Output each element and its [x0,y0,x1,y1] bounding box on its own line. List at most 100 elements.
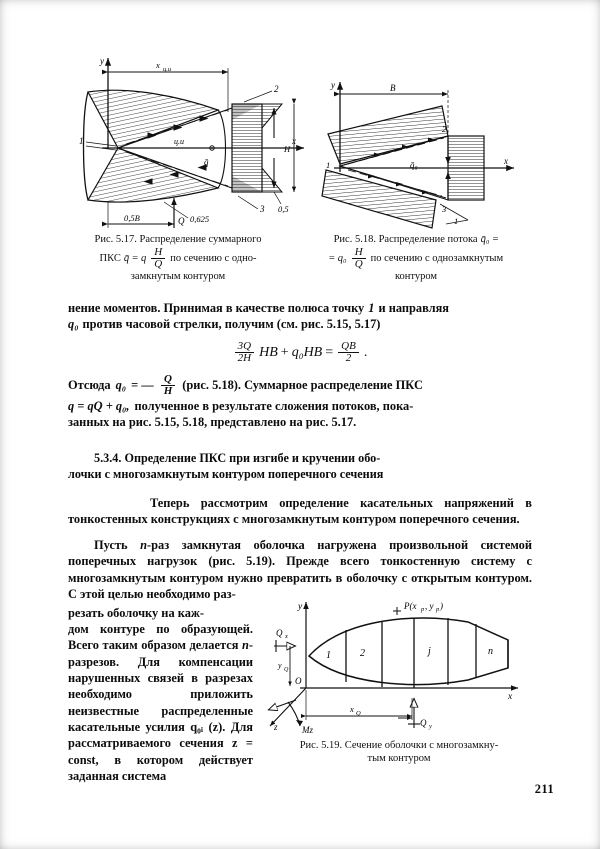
formula1-eq: = [325,344,334,360]
f517-caption-line3: замкнутым контуром [130,271,226,283]
f517-caption-pks: ПКС [99,253,121,265]
paragraph-pust-tail: резать оболочку на каж- [68,605,253,621]
f517-label-xcenter-sub: ц.и [163,66,172,73]
para4-text: Пусть n-раз замкнутая оболочка нагружена… [68,538,532,601]
f518-label-x: x [503,156,508,166]
f519-label-P-comma: , y [425,601,434,611]
formula1-frac1-num: 3Q [234,341,255,353]
f519-label-Qx-sub: x [284,633,288,640]
f518-label-y: y [330,80,335,90]
figure-5-17-caption: Рис. 5.17. Распределение суммарного ПКС … [66,233,290,284]
f519-label-P: P(x [403,601,417,611]
formula1-frac2: QB 2 [338,341,359,364]
para3-text: Теперь рассмотрим определение касательны… [68,496,532,527]
formula1-term2: q₀HB [291,344,323,360]
para4-tail: резать оболочку на каж- [68,606,204,620]
f519-label-yQ-sub: Q [284,667,289,673]
f519-label-x: x [507,692,513,702]
para2-q0: q₀ [115,378,127,393]
formula1-frac2-den: 2 [345,352,352,364]
para2-eq: = — [131,378,154,393]
f517-label-1: 1 [79,136,84,146]
f519-label-yQ: y [277,661,282,670]
para2-frac-num: Q [160,374,176,386]
f518-label-B: B [390,83,396,93]
section-heading-5-3-4: 5.3.4. Определение ПКС при изгибе и круч… [68,450,532,482]
figure-5-18: y x [318,72,533,230]
f519-label-y: y [297,602,303,612]
f518-caption-pre: Рис. 5.18. Распределение потока [333,234,478,245]
figure-5-19-drawing: y x O z Mz 1 2 j [262,601,518,735]
paragraph-otsyuda: Отсюда q₀ = — Q H (рис. 5.18). Суммарное… [68,374,532,431]
f519-label-z: z [273,722,278,732]
f517-label-H: H [283,144,291,154]
para2-line3: занных на рис. 5.15, 5.18, представлено … [68,415,357,430]
formula1-frac1: 3Q 2H [234,341,255,364]
f519-label-P-close: ) [439,601,443,611]
heading-line1: Определение ПКС при изгибе и кручении об… [124,451,381,465]
f517-label-qbar: q̄ [204,157,209,167]
figure-5-17-drawing: y x [79,56,304,228]
para1-line1b: и направляя [378,301,449,315]
f519-label-cell-n: n [488,646,493,657]
para1-q0: q₀ [68,317,79,332]
f517-caption-q: q [141,253,147,265]
paragraph-teper: Теперь рассмотрим определение касательны… [68,495,532,528]
f518-label-3: 3 [441,204,446,214]
para1-line2: против часовой стрелки, получим (см. рис… [82,317,381,332]
f518-label-1b: 1 [454,216,458,226]
f518-label-q0bar: q̄₀ [410,160,418,170]
figure-5-19: y x O z Mz 1 2 j [262,598,538,736]
paragraph-pust: Пусть n-раз замкнутая оболочка нагружена… [68,537,532,602]
f517-caption-fraction: H Q [151,247,166,270]
f519-label-Qy-sub: y [428,723,432,730]
f518-caption-fraction: H Q [351,247,366,271]
f519-label-P-subp2: p [435,606,440,613]
formula1-plus: + [280,344,289,360]
f518-caption-line3: контуром [394,271,438,283]
f519-label-P-subp1: p [420,606,425,613]
f517-caption-qbar: q̄ [123,253,130,265]
figure-5-17: y x [78,52,318,232]
f517-caption-eq: = [132,253,138,265]
f517-caption-frac-num: H [151,247,166,260]
para2-line2: полученное в результате сложения потоков… [134,399,414,413]
f518-caption-eq2: = [328,253,335,265]
f519-load-point-marker [393,607,401,615]
f518-caption-q0bar: q̄₀ [480,234,490,245]
paragraph-moments: нение моментов. Принимая в качестве полю… [68,300,532,333]
f519-label-origin: O [295,676,302,686]
f517-label-xcenter: x [155,60,160,70]
f517-label-05: 0,5 [278,204,289,214]
f518-caption-frac-num: H [351,247,366,260]
f519-force-Qy: Q y [398,698,432,730]
f518-label-2: 2 [442,124,447,134]
f517-label-Q: Q [178,216,185,226]
formula1-frac1-den: 2H [237,352,252,364]
paragraph-narrow-column: дом контуре по образующей. Всего таким о… [68,621,253,784]
f519-label-cell-2: 2 [360,648,365,659]
f519-caption-line1: Рис. 5.19. Сечение оболочки с многозамкн… [299,740,499,751]
formula-moment-balance: 3Q 2H HB + q₀HB = QB 2 . [0,337,600,364]
f517-label-y: y [99,56,104,66]
page-number: 211 [534,782,554,796]
figure-5-18-caption: Рис. 5.18. Распределение потока q̄₀ = = … [302,233,530,284]
f519-label-Qy: Q [420,718,427,728]
para5-text: дом контуре по образующей. Всего таким о… [68,622,253,783]
heading-line2: лочки с многозамкнутым контуром поперечн… [68,467,384,482]
f519-label-Qx: Q [276,628,283,638]
f517-label-3: 3 [259,204,265,214]
formula1-term1: HB [259,344,278,360]
figure-5-19-caption: Рис. 5.19. Сечение оболочки с многозамкн… [263,739,535,766]
para1-line1: нение моментов. Принимая в качестве полю… [68,301,365,315]
f518-caption-q0: q₀ [337,253,347,265]
f517-caption-line1: Рис. 5.17. Распределение суммарного [94,234,262,245]
para2-frac-den: H [163,385,173,397]
f519-label-cell-1: 1 [326,650,331,661]
f519-label-Mz: Mz [301,725,313,735]
f517-label-05B: 0,5B [124,213,140,223]
para2-pre: Отсюда [68,378,111,393]
f518-caption-frac-den: Q [354,258,363,271]
f517-label-center: ц.и [174,137,184,146]
